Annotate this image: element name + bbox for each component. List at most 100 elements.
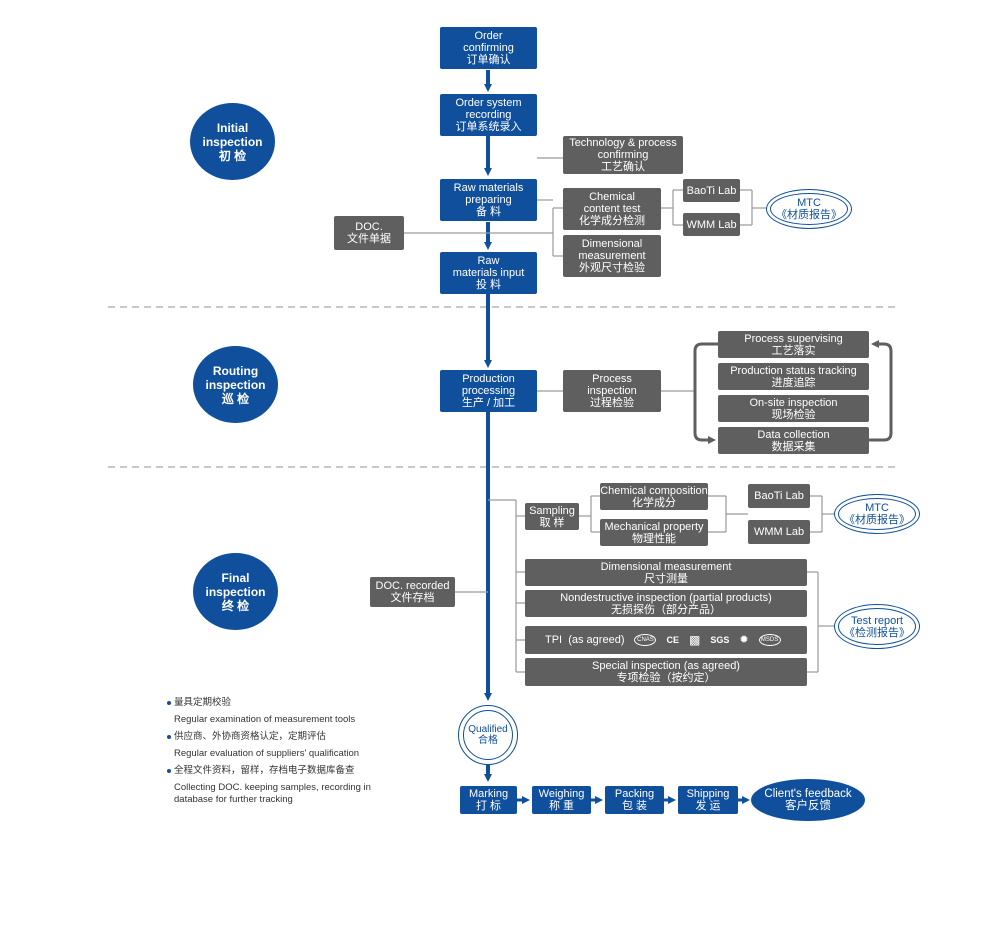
chemical-composition-box: Chemical composition 化学成分 xyxy=(600,483,708,510)
box-label-en: Production processing xyxy=(461,373,516,397)
msds-logo-icon: MSDS xyxy=(758,634,781,646)
note-en: Regular examination of measurement tools xyxy=(174,714,356,725)
box-label-zh: 进度追踪 xyxy=(771,376,816,389)
process-supervising-box: Process supervising 工艺落实 xyxy=(718,331,869,358)
box-label-zh: 称 重 xyxy=(548,800,575,812)
cycle-arrow xyxy=(693,342,718,444)
box-label-en: Chemical content test xyxy=(583,191,641,215)
mtc-report-ellipse: MTC 《材质报告》 xyxy=(766,189,852,229)
box-label-zh: 化学成分检测 xyxy=(579,215,645,227)
phase-label-zh: 初 检 xyxy=(218,148,247,163)
box-label-en: Packing xyxy=(614,788,655,800)
phase-label-en: Initial inspection xyxy=(202,120,263,149)
doc-recorded-box: DOC. recorded 文件存档 xyxy=(370,577,455,607)
badge-logo-icon: ✹ xyxy=(739,634,749,646)
qualified-inner: Qualified 合格 xyxy=(463,710,513,760)
note-item: 量具定期校验 Regular examination of measuremen… xyxy=(174,697,355,726)
box-label-en: DOC. xyxy=(355,221,383,233)
phase-label-zh: 巡 检 xyxy=(221,391,250,406)
ellipse-label-en: Test report xyxy=(851,614,903,627)
box-label-zh: 化学成分 xyxy=(632,496,676,509)
box-label-en: Sampling xyxy=(529,504,575,517)
box-label-zh: 发 运 xyxy=(695,800,721,812)
ellipse-label-zh: 《材质报告》 xyxy=(844,514,910,526)
packing-box: Packing 包 装 xyxy=(605,786,664,814)
box-label-zh: 无损探伤（部分产品） xyxy=(611,603,721,616)
box-label-en: Process inspection xyxy=(587,373,637,397)
box-label-en: TPI (as agreed) xyxy=(545,634,625,646)
qualified-badge: Qualified 合格 xyxy=(458,705,518,765)
note-item: 全程文件资料，留样，存档电子数据库备查 Collecting DOC. keep… xyxy=(174,765,371,806)
ellipse-label-zh: 《检测报告》 xyxy=(844,626,910,639)
box-label-zh: 投 料 xyxy=(475,279,502,291)
box-label-zh: 生产 / 加工 xyxy=(461,397,516,409)
client-feedback-ellipse: Client's feedback 客户反馈 xyxy=(751,779,865,821)
process-inspection-box: Process inspection 过程检验 xyxy=(563,370,661,412)
status-tracking-box: Production status tracking 进度追踪 xyxy=(718,363,869,390)
box-label-en: Production status tracking xyxy=(730,364,857,377)
box-label: WMM Lab xyxy=(686,218,737,231)
dimensional-box: Dimensional measurement 外观尺寸检验 xyxy=(563,235,661,277)
test-report-inner: Test report 《检测报告》 xyxy=(838,608,916,645)
box-label-zh: 订单确认 xyxy=(466,54,511,66)
phase-label-en: Routing inspection xyxy=(205,363,266,392)
tech-confirm-box: Technology & process confirming 工艺确认 xyxy=(563,136,683,174)
box-label-en: Raw materials preparing xyxy=(453,182,524,206)
box-label-en: Weighing xyxy=(538,788,585,800)
box-label-en: DOC. recorded xyxy=(375,580,450,592)
data-collection-box: Data collection 数据采集 xyxy=(718,427,869,454)
box-label-zh: 文件存档 xyxy=(390,592,435,604)
box-label-en: Chemical composition xyxy=(600,484,708,497)
mtc-report-ellipse-final: MTC 《材质报告》 xyxy=(834,494,920,534)
wmm-lab-box: WMM Lab xyxy=(683,213,740,236)
box-label-en: Mechanical property xyxy=(604,520,704,533)
note-zh: 供应商、外协商资格认定，定期评估 xyxy=(174,731,327,742)
box-label-zh: 取 样 xyxy=(539,516,565,529)
shipping-box: Shipping 发 运 xyxy=(678,786,738,814)
order-confirming-box: Order confirming 订单确认 xyxy=(440,27,537,69)
box-label: BaoTi Lab xyxy=(686,184,737,197)
box-label-zh: 工艺落实 xyxy=(771,344,816,357)
box-label-zh: 备 料 xyxy=(475,206,502,218)
mtc-report-inner: MTC 《材质报告》 xyxy=(770,193,848,225)
box-label-zh: 工艺确认 xyxy=(601,161,645,173)
box-label-zh: 尺寸测量 xyxy=(644,572,688,585)
bullet-icon xyxy=(167,701,171,705)
box-label-en: Dimensional measurement xyxy=(600,560,732,573)
box-label: WMM Lab xyxy=(753,526,805,538)
box-label-en: Raw materials input xyxy=(452,255,525,279)
box-label-en: Process supervising xyxy=(744,332,843,345)
dimensional-measurement-box: Dimensional measurement 尺寸测量 xyxy=(525,559,807,586)
bullet-icon xyxy=(167,769,171,773)
chemical-test-box: Chemical content test 化学成分检测 xyxy=(563,188,661,230)
box-label-en: Special inspection (as agreed) xyxy=(592,660,740,672)
phase-routing-inspection: Routing inspection 巡 检 xyxy=(193,346,278,423)
qualified-label-en: Qualified xyxy=(468,724,508,735)
ellipse-label-zh: 《材质报告》 xyxy=(776,209,842,221)
phase-initial-inspection: Initial inspection 初 检 xyxy=(190,103,275,180)
phase-final-inspection: Final inspection 终 检 xyxy=(193,553,278,630)
box-label-en: Client's feedback xyxy=(764,788,852,800)
note-zh: 量具定期校验 xyxy=(174,697,232,708)
sgs-logo-icon: SGS xyxy=(710,635,730,645)
mechanical-property-box: Mechanical property 物理性能 xyxy=(600,519,708,546)
ce-logo-icon: CE xyxy=(666,635,679,645)
nondestructive-box: Nondestructive inspection (partial produ… xyxy=(525,590,807,617)
test-report-ellipse: Test report 《检测报告》 xyxy=(834,604,920,649)
box-label: BaoTi Lab xyxy=(754,490,804,502)
box-label-en: Technology & process confirming xyxy=(569,137,677,161)
box-label-zh: 文件单据 xyxy=(347,233,391,245)
box-label-zh: 过程检验 xyxy=(590,397,634,409)
qualified-label-zh: 合格 xyxy=(478,735,498,746)
note-item: 供应商、外协商资格认定，定期评估 Regular evaluation of s… xyxy=(174,731,359,760)
ellipse-label-en: MTC xyxy=(865,502,889,514)
phase-label-zh: 终 检 xyxy=(221,598,250,613)
box-label-en: On-site inspection xyxy=(749,396,838,409)
certification-logos: CNAS CE ▩ SGS ✹ MSDS xyxy=(634,634,781,646)
box-label-zh: 数据采集 xyxy=(771,440,816,453)
box-label-zh: 打 标 xyxy=(475,800,502,812)
baoti-lab-box-final: BaoTi Lab xyxy=(748,484,810,508)
order-recording-box: Order system recording 订单系统录入 xyxy=(440,94,537,136)
phase-label-en: Final inspection xyxy=(205,570,266,599)
